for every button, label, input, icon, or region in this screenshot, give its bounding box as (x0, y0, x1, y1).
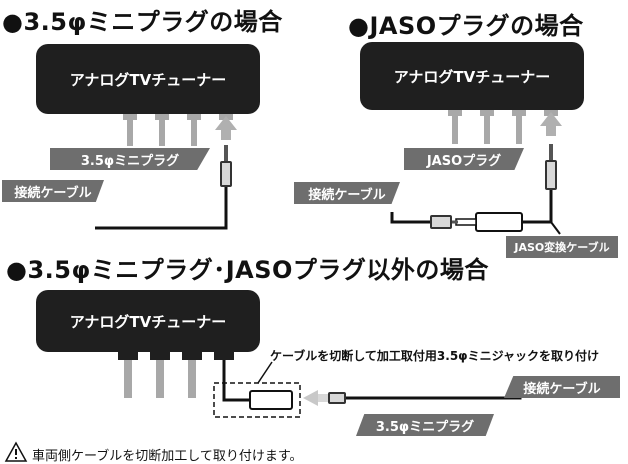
tuner-box-2: アナログTVチューナー (360, 42, 584, 110)
tuner-box-1: アナログTVチューナー (36, 44, 260, 114)
cable-label-1: 接続ケーブル (2, 180, 104, 202)
jaso-plug (390, 144, 561, 235)
heading-jaso: ●JASOプラグの場合 (348, 12, 584, 40)
heading-other: ●3.5φミニプラグ･JASOプラグ以外の場合 (6, 256, 489, 284)
jaso-cable-label: JASO変換ケーブル (506, 236, 618, 258)
tuner-pins-2 (448, 108, 562, 144)
tuner-pins-3 (118, 350, 234, 398)
mini-plug-label-1: 3.5φミニプラグ (50, 148, 210, 170)
cut-cable (213, 360, 522, 418)
tuner-pins-1 (123, 112, 237, 146)
cable-label-3: 接続ケーブル (504, 376, 620, 398)
heading-mini-plug: ●3.5φミニプラグの場合 (2, 8, 283, 36)
jaso-plug-label: JASOプラグ (404, 148, 524, 170)
mini-plug-1 (95, 145, 232, 230)
tuner-box-3: アナログTVチューナー (36, 290, 260, 352)
warning-note: 車両側ケーブルを切断加工して取り付けます。 (32, 449, 303, 464)
warning-icon (4, 441, 28, 462)
cut-caption: ケーブルを切断して加工取付用3.5φミニジャックを取り付け (270, 349, 599, 363)
mini-plug-label-3: 3.5φミニプラグ (356, 414, 494, 436)
cable-label-2: 接続ケーブル (294, 182, 400, 204)
